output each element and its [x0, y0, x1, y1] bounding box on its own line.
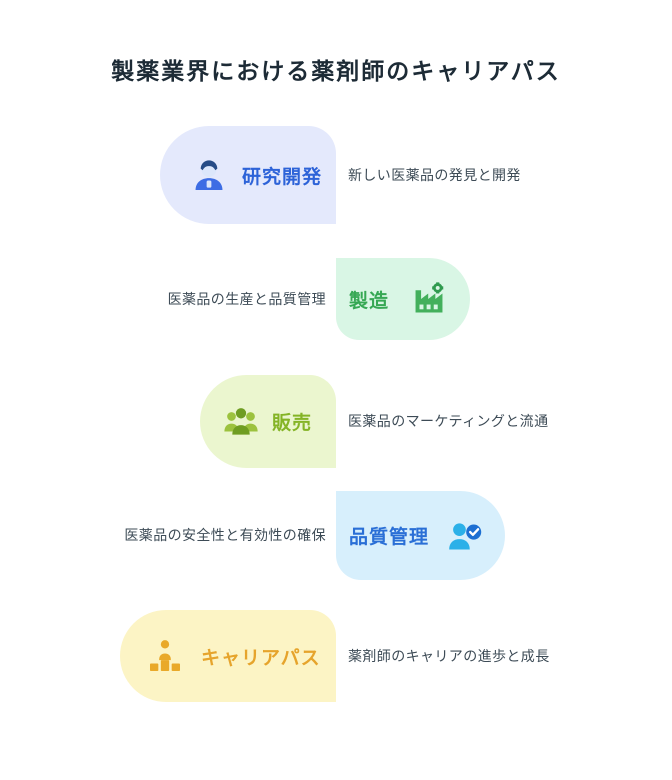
card-description-career-path: 薬剤師のキャリアの進歩と成長: [348, 648, 550, 664]
podium-person-icon: [145, 636, 185, 676]
card-research-development: 研究開発: [160, 126, 336, 224]
card-description-sales: 医薬品のマーケティングと流通: [348, 413, 549, 429]
card-label-manufacturing: 製造: [349, 290, 390, 312]
card-label-career-path: キャリアパス: [201, 647, 321, 669]
page-title: 製薬業界における薬剤師のキャリアパス: [111, 58, 561, 84]
card-sales: 販売: [200, 375, 336, 468]
card-label-research-development: 研究開発: [242, 166, 323, 188]
researcher-icon: [190, 156, 228, 194]
card-description-research-development: 新しい医薬品の発見と開発: [348, 167, 521, 183]
card-quality-control: 品質管理: [336, 491, 505, 580]
card-description-manufacturing: 医薬品の生産と品質管理: [167, 291, 326, 307]
card-manufacturing: 製造: [336, 258, 470, 340]
people-group-icon: [222, 403, 260, 441]
card-label-sales: 販売: [272, 413, 313, 434]
card-career-path: キャリアパス: [120, 610, 336, 702]
card-description-quality-control: 医薬品の安全性と有効性の確保: [124, 527, 326, 543]
person-check-icon: [446, 517, 484, 555]
factory-icon: [410, 280, 448, 318]
card-label-quality-control: 品質管理: [349, 527, 430, 548]
